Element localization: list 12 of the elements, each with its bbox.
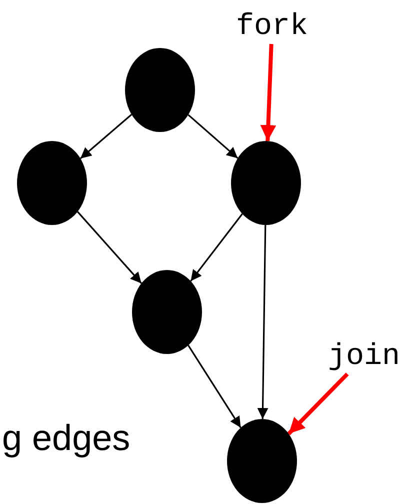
caption-text: g edges — [2, 418, 130, 458]
arrow — [257, 224, 268, 420]
arrow — [287, 372, 349, 436]
arrow — [188, 344, 242, 428]
arrow — [76, 211, 142, 284]
annotation-label: join — [328, 340, 400, 374]
arrow — [188, 114, 238, 159]
annotation-label: fork — [236, 10, 308, 44]
arrow — [260, 44, 276, 142]
graph-node — [132, 270, 202, 354]
arrow — [190, 213, 243, 282]
arrow — [80, 114, 132, 160]
